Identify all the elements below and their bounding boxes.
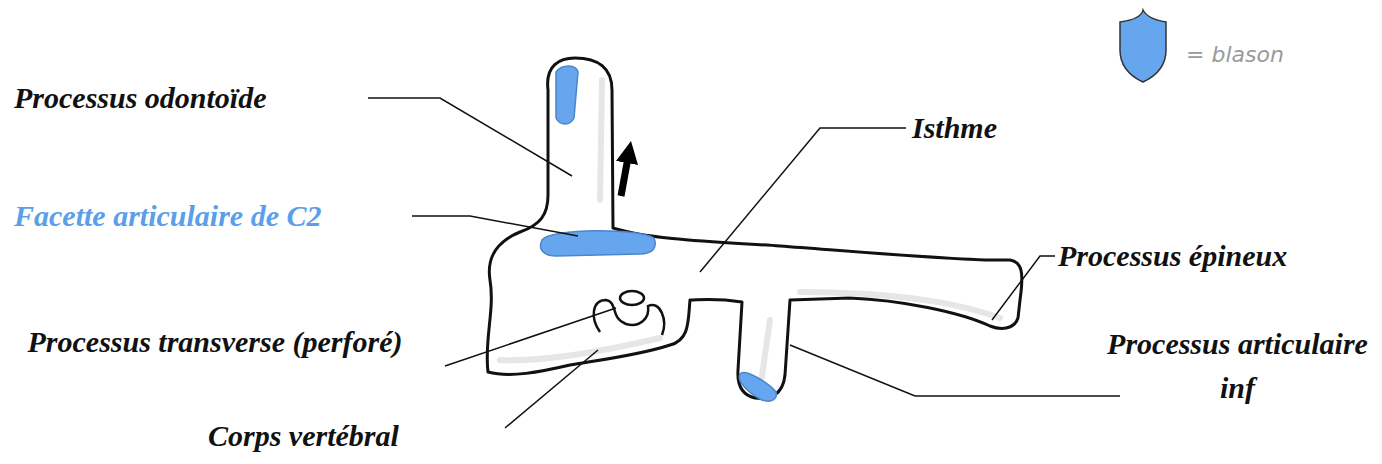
- c2-articular-facet: [541, 231, 656, 256]
- dens-facet: [556, 66, 578, 124]
- part-label: Processus odontoïde: [14, 76, 267, 120]
- inferior-articular-facet: [739, 373, 776, 401]
- leader-line: [368, 98, 572, 176]
- bone-outline: [487, 58, 1022, 398]
- transverse-foramen: [620, 291, 644, 305]
- legend-shield: [1120, 10, 1166, 82]
- part-label: Processus articulaire inf: [1100, 322, 1375, 410]
- leader-line: [412, 216, 578, 236]
- leader-line: [505, 350, 598, 428]
- legend-text: = blason: [1186, 40, 1284, 70]
- leader-line: [790, 345, 1120, 396]
- part-label: Processus épineux: [1058, 234, 1287, 278]
- leader-line: [700, 128, 906, 272]
- part-label: Facette articulaire de C2: [14, 194, 321, 238]
- part-label: Isthme: [912, 106, 997, 150]
- movement-arrow: [621, 152, 629, 196]
- part-label: Corps vertébral: [208, 414, 399, 458]
- leader-line: [992, 256, 1055, 320]
- leader-lines: [368, 98, 1120, 428]
- part-label: Processus transverse (perforé): [20, 320, 410, 364]
